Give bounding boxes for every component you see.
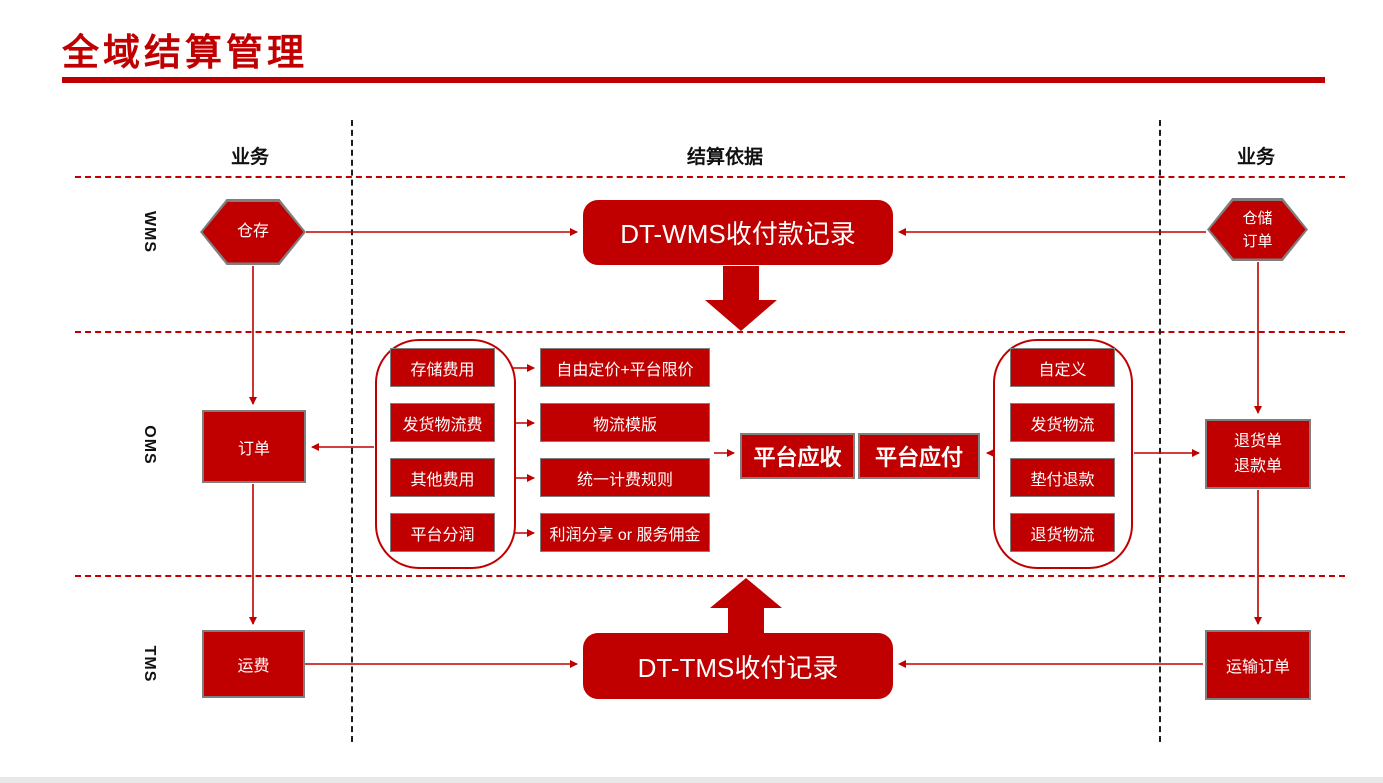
fee-item-storage: 存储费用: [390, 348, 495, 387]
rule-logistics-template: 物流模版: [540, 403, 710, 442]
column-header-business-left: 业务: [230, 147, 269, 168]
bottom-bar: [0, 777, 1383, 783]
block-arrow-up: [710, 578, 782, 633]
fee-item-other: 其他费用: [390, 458, 495, 497]
block-arrow-down: [705, 266, 777, 331]
row-divider-wms-oms: [75, 331, 1345, 333]
row-label-tms: TMS: [141, 645, 158, 683]
box-dt-wms-payment-record: DT-WMS收付款记录: [583, 200, 893, 265]
column-header-settlement-basis: 结算依据: [686, 147, 763, 168]
payable-item-return-logistics: 退货物流: [1010, 513, 1115, 552]
rule-unified-billing: 统一计费规则: [540, 458, 710, 497]
hexagon-warehouse-stock: 仓存: [200, 199, 306, 265]
box-transport-order: 运输订单: [1205, 630, 1311, 700]
box-return-order-line1: 退货单: [1233, 432, 1282, 450]
page-title: 全域结算管理: [62, 32, 308, 73]
payable-item-custom: 自定义: [1010, 348, 1115, 387]
column-divider-left: [351, 120, 353, 742]
box-order: 订单: [202, 410, 306, 483]
box-platform-receivable: 平台应收: [740, 433, 855, 479]
fee-item-platform-share: 平台分润: [390, 513, 495, 552]
column-header-business-right: 业务: [1236, 147, 1275, 168]
box-return-refund-orders: 退货单 退款单: [1205, 419, 1311, 489]
box-dt-tms-payment-record: DT-TMS收付记录: [583, 633, 893, 699]
row-divider-top: [75, 176, 1345, 178]
row-divider-oms-tms: [75, 575, 1345, 577]
box-platform-payable: 平台应付: [858, 433, 980, 479]
box-freight: 运费: [202, 630, 305, 698]
fee-item-shipping-logistics: 发货物流费: [390, 403, 495, 442]
payable-item-advance-refund: 垫付退款: [1010, 458, 1115, 497]
payable-item-shipping-logistics: 发货物流: [1010, 403, 1115, 442]
box-refund-order-line2: 退款单: [1233, 457, 1282, 475]
hexagon-warehouse-order-line2: 订单: [1242, 232, 1273, 250]
hexagon-warehouse-stock-label: 仓存: [236, 223, 269, 240]
hexagon-warehouse-order: 仓储 订单: [1207, 198, 1308, 261]
rule-profit-share-commission: 利润分享 or 服务佣金: [540, 513, 710, 552]
hexagon-warehouse-order-line1: 仓储: [1242, 209, 1273, 227]
title-underline: [62, 77, 1325, 83]
row-label-oms: OMS: [141, 425, 158, 465]
rule-free-pricing: 自由定价+平台限价: [540, 348, 710, 387]
column-divider-right: [1159, 120, 1161, 742]
row-label-wms: WMS: [141, 210, 158, 254]
